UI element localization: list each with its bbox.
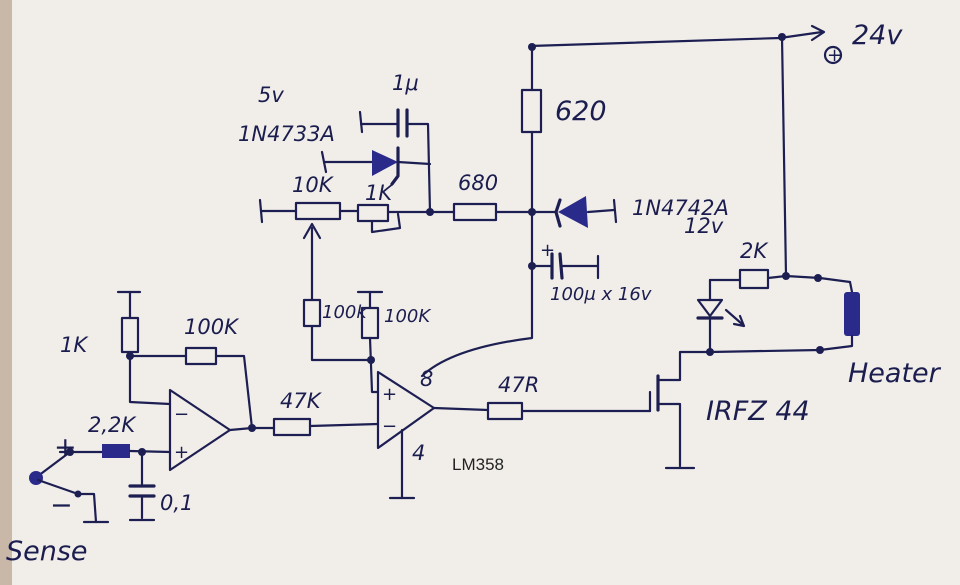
label-100k-feedback: 100K (184, 315, 240, 339)
label-47k: 47K (280, 389, 323, 413)
mosfet-irfz44: IRFZ 44 (648, 350, 810, 470)
label-1k-left: 1K (60, 333, 89, 357)
resistor-620: 620 (520, 45, 607, 214)
label-100k-b: 100K (384, 306, 431, 327)
zener-1n4742a: 1N4742A 12v (554, 196, 729, 238)
opamp2-minus: − (382, 416, 397, 437)
label-100u: 100μ x 16v (550, 284, 652, 305)
label-2-2k: 2,2K (88, 413, 137, 437)
label-pin8: 8 (420, 367, 433, 391)
resistor-1k-left: 1K (60, 290, 188, 406)
label-1u: 1μ (392, 71, 419, 95)
label-plus-circle: + (827, 45, 842, 66)
label-10k: 10K (292, 173, 335, 197)
resistor-100k-feedback: 100K (184, 315, 254, 430)
wire-pin8 (420, 266, 534, 378)
label-0-1: 0,1 (160, 491, 193, 515)
opamp2-plus: + (382, 384, 397, 405)
capacitor-0-1: 0,1 (128, 450, 193, 522)
label-5v: 5v (258, 83, 284, 107)
label-sense-minus: − (50, 490, 73, 521)
pot-wiper (302, 222, 322, 302)
label-heater: Heater (848, 358, 942, 389)
capacitor-100u: + 100μ x 16v (528, 210, 652, 305)
label-1n4742a: 1N4742A (632, 196, 729, 220)
paper-edge (0, 0, 12, 585)
label-2k: 2K (740, 239, 769, 263)
label-sense: Sense (6, 536, 88, 567)
label-pin4: 4 (412, 441, 425, 465)
opamp-lm358-comparator: + − 8 4 LM358 (376, 367, 504, 500)
reference-divider: 10K 1K 680 (258, 171, 557, 234)
node-heater-top (814, 274, 822, 282)
label-cap-plus: + (540, 240, 555, 261)
sense-input-terminal: + − Sense (6, 432, 110, 567)
opamp-amplifier: − + (168, 388, 256, 472)
label-1k-top: 1K (365, 181, 394, 205)
resistor-100k-b: 100K (356, 290, 431, 394)
heater-element: Heater (708, 280, 942, 389)
wire-24v-heater (780, 35, 852, 284)
label-24v: 24v (852, 20, 903, 51)
label-12v: 12v (684, 214, 724, 238)
zener-1n4733a (320, 146, 432, 186)
resistor-47r: 47R (432, 373, 652, 421)
label-47r: 47R (498, 373, 539, 397)
label-1n4733a: 1N4733A (238, 122, 335, 146)
resistor-2k: 2K (708, 239, 790, 290)
led-indicator (696, 278, 746, 356)
opamp1-plus: + (174, 442, 189, 463)
label-100k-a: 100k (322, 302, 368, 323)
capacitor-1u: 1μ (358, 71, 432, 214)
label-680: 680 (458, 171, 498, 195)
opamp1-minus: − (174, 404, 189, 425)
label-lm358: LM358 (452, 455, 504, 474)
label-irfz44: IRFZ 44 (706, 396, 810, 427)
label-620: 620 (555, 96, 607, 127)
label-sense-plus: + (54, 432, 77, 463)
resistor-100k-a: 100k (302, 298, 374, 362)
